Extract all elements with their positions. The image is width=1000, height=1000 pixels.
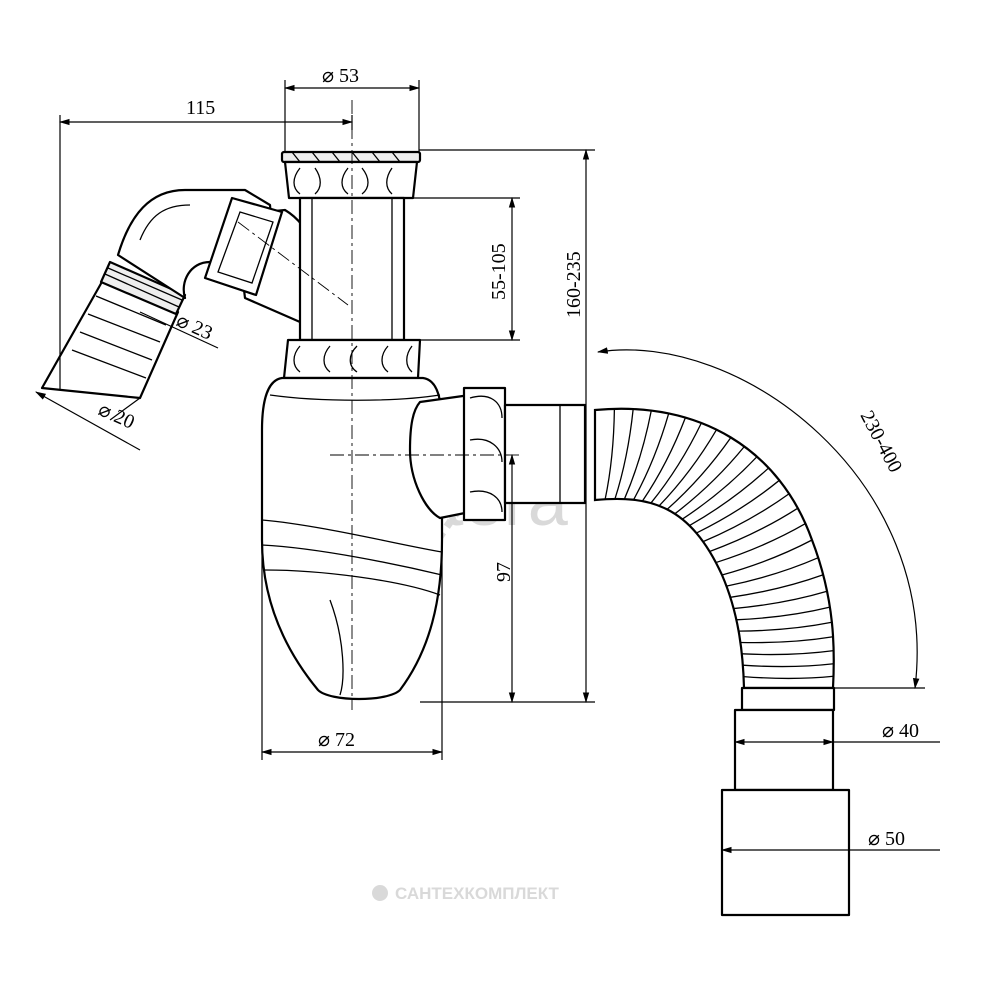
dim-d40: ⌀ 40 xyxy=(882,720,919,742)
watermark-logo-icon xyxy=(372,885,388,901)
dim-115: 115 xyxy=(186,97,215,119)
dim-97: 97 xyxy=(493,562,515,582)
outlet-collar xyxy=(408,393,472,520)
dim-d50: ⌀ 50 xyxy=(868,828,905,850)
siphon-body xyxy=(260,150,587,701)
dimension-lines xyxy=(35,80,940,854)
elbow-nut xyxy=(203,196,284,297)
svg-text:САНТЕХКОМПЛЕКТ: САНТЕХКОМПЛЕКТ xyxy=(395,884,560,903)
center-lines xyxy=(237,100,520,710)
pipe-d50 xyxy=(720,788,851,917)
dim-160-235: 160-235 xyxy=(563,251,585,318)
pipe-d40 xyxy=(733,708,835,792)
watermark-company: САНТЕХКОМПЛЕКТ xyxy=(372,884,560,903)
dim-55-105: 55-105 xyxy=(488,243,510,300)
hose-sleeve xyxy=(740,686,836,712)
hose-body xyxy=(593,407,835,690)
dim-d53: ⌀ 53 xyxy=(322,65,359,87)
outlet-nut xyxy=(462,386,507,522)
dim-d23: ⌀ 23 xyxy=(173,309,216,344)
dim-230-400: 230-400 xyxy=(856,407,907,476)
outlet-pipe xyxy=(503,403,587,505)
overflow-side-outlet xyxy=(40,188,321,400)
corrugated-hose xyxy=(593,407,851,917)
top-nut xyxy=(283,160,419,200)
dim-d72: ⌀ 72 xyxy=(318,729,355,751)
